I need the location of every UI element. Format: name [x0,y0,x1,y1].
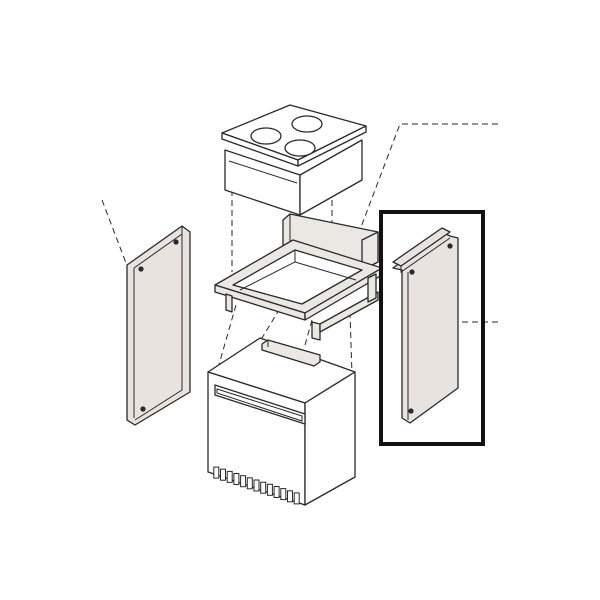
burner-front [284,139,316,157]
vent-slot [280,488,287,501]
frame-leader-arrow [353,123,498,245]
vent-slot [213,466,220,479]
vent-slot [266,483,273,496]
frame-leg-right [367,273,377,303]
left-side-panel [126,225,191,426]
vent-slot [240,475,247,488]
right-side-panel [392,227,459,424]
vent-slot [273,486,280,498]
vent-grille [213,466,300,505]
cooktop-unit [221,104,367,216]
frame-leg-left [225,293,233,313]
frame-leg-front [311,321,321,341]
mounting-hole [408,408,414,414]
mounting-hole [140,406,146,412]
vent-slot [260,481,267,494]
vent-slot [226,470,233,483]
vent-slot [293,492,300,505]
frame-opening [232,249,363,305]
highlight-box [379,210,485,446]
frame-rail-right [319,291,379,333]
cabinet-base [207,337,356,506]
cabinet-side [304,371,356,506]
burner-left [250,127,282,145]
mounting-hole [409,269,415,275]
burner-back [291,115,323,133]
vent-slot [220,468,226,481]
mounting-hole [138,266,144,272]
mounting-hole [173,239,179,245]
cooktop-side-face [299,139,363,216]
vent-slot [246,477,253,490]
vent-slot [253,479,260,492]
vent-slot [287,490,293,503]
support-frame [214,213,383,341]
vent-slot [233,473,240,485]
mounting-hole [447,243,453,249]
left-panel-face [126,225,191,426]
